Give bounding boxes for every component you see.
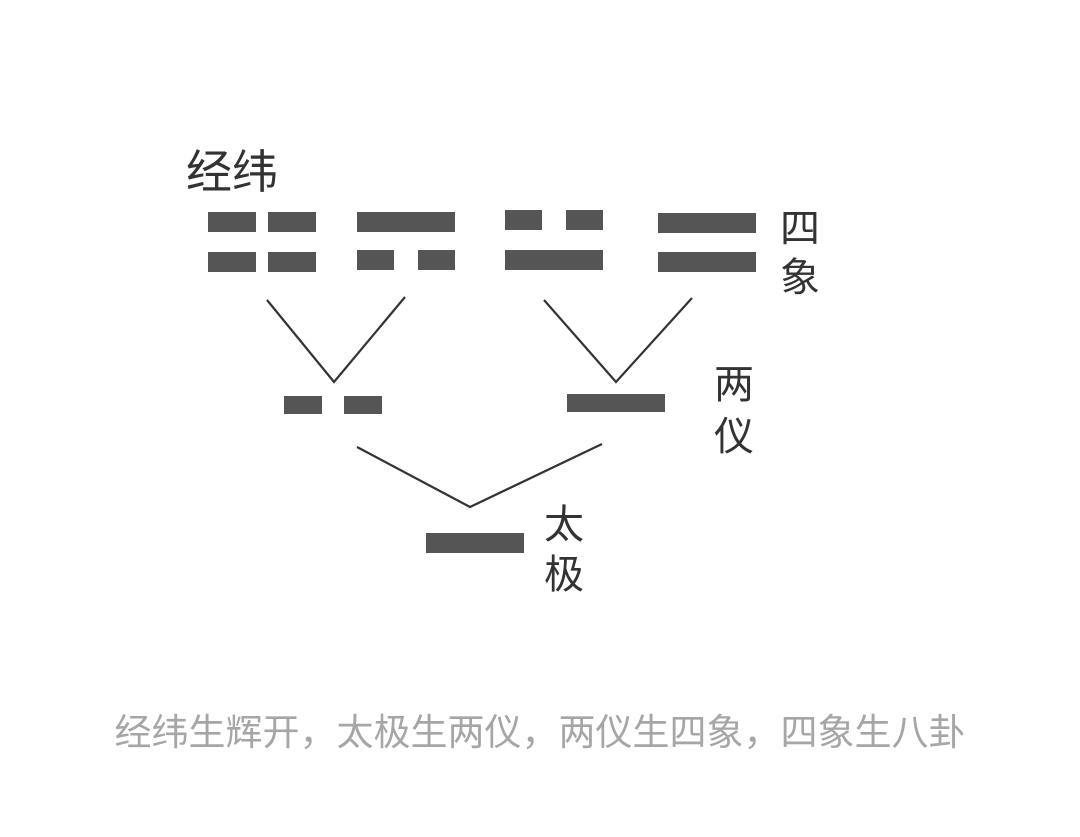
label-sixiang-1: 四 (780, 206, 820, 252)
label-sixiang-2: 象 (780, 255, 820, 301)
yin-bar-right (268, 252, 316, 272)
taiji-diagram: 经纬 四 象 (186, 145, 820, 598)
yang-bar (567, 394, 665, 412)
liangyi-yang (567, 394, 665, 412)
yang-bar (357, 212, 455, 232)
liangyi-group (284, 394, 665, 414)
yin-bar-left (208, 212, 256, 232)
label-liangyi-2: 仪 (714, 414, 754, 460)
sixiang-taiyang (658, 213, 756, 272)
yin-bar-right (566, 210, 603, 230)
sixiang-group (208, 210, 756, 272)
yin-bar-right (268, 212, 316, 232)
yang-bar (658, 213, 756, 233)
yang-bar (658, 252, 756, 272)
connector-taiji (356, 443, 603, 509)
yin-bar-left (208, 252, 256, 272)
sixiang-shaoyang (357, 212, 455, 270)
yin-bar-right (344, 396, 382, 414)
label-liangyi-1: 两 (714, 362, 754, 408)
sixiang-taiyin (208, 212, 316, 272)
yin-bar-right (418, 250, 455, 270)
caption-text: 经纬生辉开，太极生两仪，两仪生四象，四象生八卦 (114, 711, 966, 754)
liangyi-yin (284, 396, 382, 414)
yin-bar-left (505, 210, 542, 230)
taiji-bar (426, 533, 524, 553)
yang-bar (505, 250, 603, 270)
sixiang-shaoyin (505, 210, 603, 270)
connector-right (543, 297, 693, 384)
connector-left (266, 296, 406, 384)
label-taiji-1: 太 (544, 502, 584, 548)
yin-bar-left (284, 396, 322, 414)
yin-bar-left (357, 250, 394, 270)
diagram-title: 经纬 (186, 145, 278, 199)
label-taiji-2: 极 (544, 552, 584, 598)
